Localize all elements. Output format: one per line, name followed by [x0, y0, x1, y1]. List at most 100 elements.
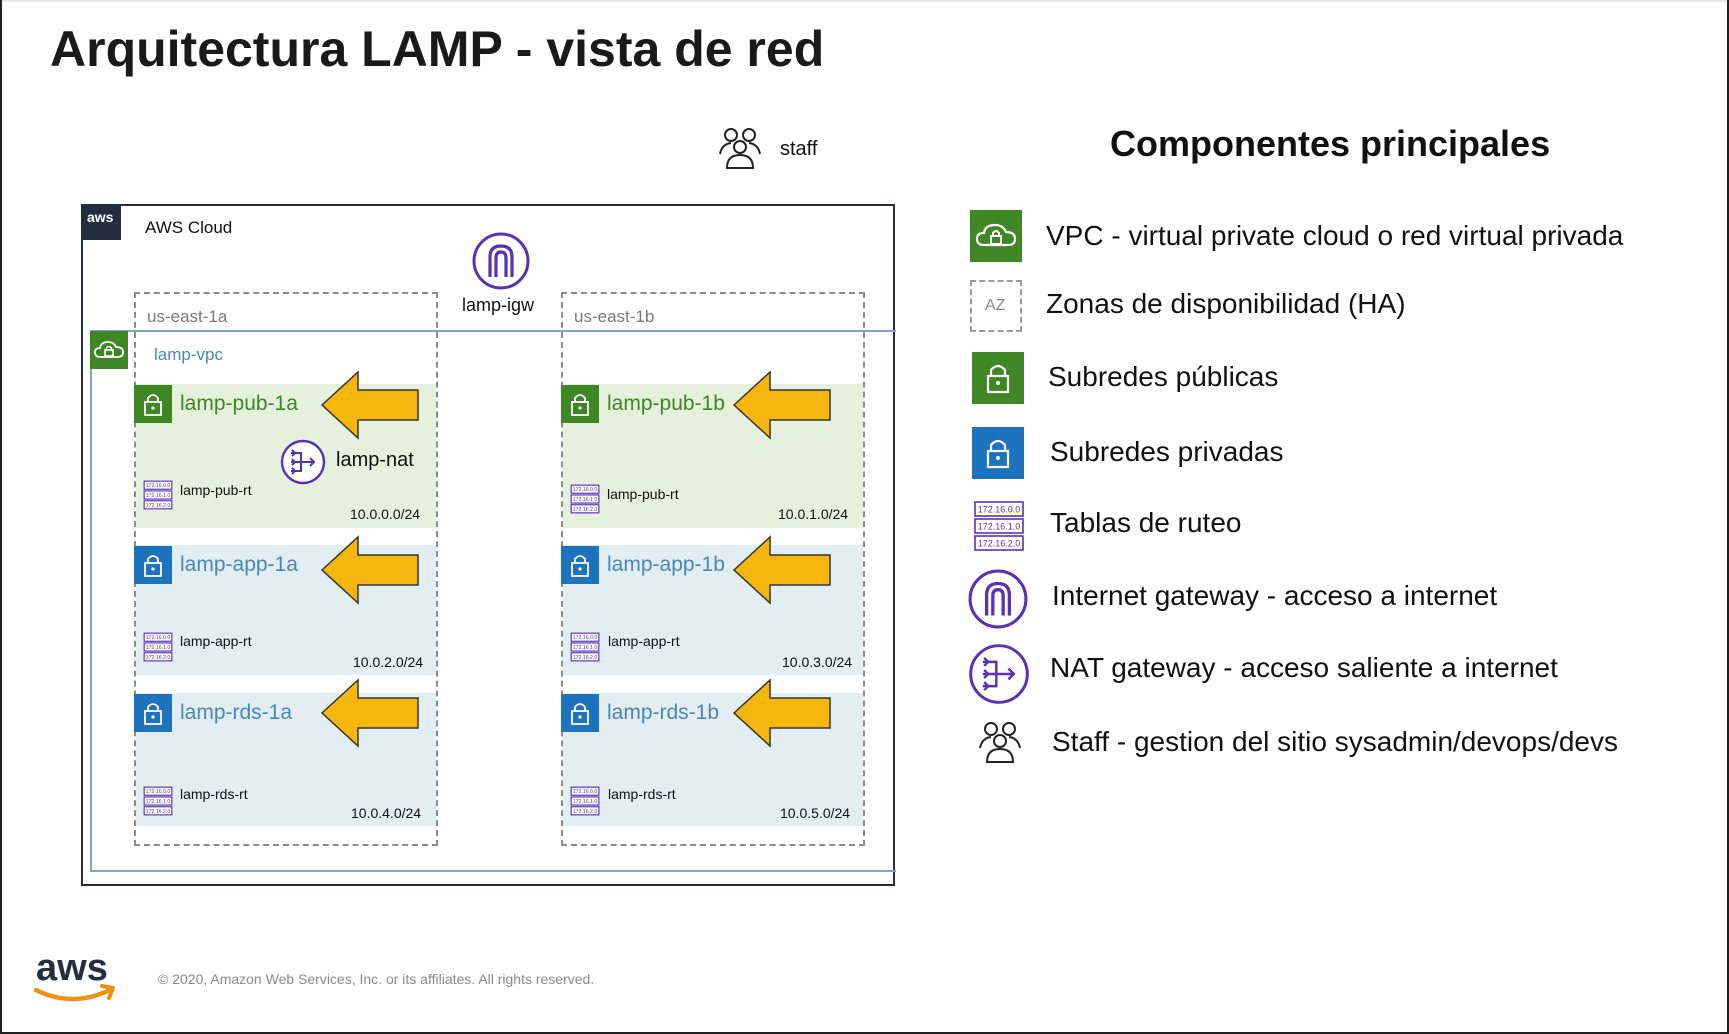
subnet-name-lamp-app-1b: lamp-app-1b	[607, 553, 725, 576]
nat-gateway-label: lamp-nat	[336, 449, 414, 471]
yellow-arrow-icon	[732, 535, 831, 605]
yellow-arrow-icon	[320, 535, 419, 605]
slide-border-top	[0, 0, 1729, 2]
az-icon-text: AZ	[985, 297, 1006, 314]
route-table-entry: 172.16.2.0	[573, 809, 598, 815]
internet-gateway-label: lamp-igw	[462, 295, 535, 315]
legend-text-private-subnets: Subredes privadas	[1050, 436, 1284, 467]
staff-icon	[719, 128, 761, 169]
route-table-entry: 172.16.2.0	[146, 809, 171, 815]
subnet-cidr: 10.0.1.0/24	[778, 506, 849, 522]
az-label-us-east-1b: us-east-1b	[574, 307, 655, 326]
nat-gateway-icon	[969, 644, 1029, 704]
private-subnet-lock-icon	[134, 694, 172, 732]
legend-text-internet-gateway: Internet gateway - acceso a internet	[1052, 580, 1498, 611]
route-table-entry: 172.16.0.0	[978, 505, 1021, 515]
staff-icon	[979, 722, 1021, 763]
subnet-name-lamp-pub-1b: lamp-pub-1b	[607, 392, 725, 415]
route-table-icon: 172.16.0.0 172.16.1.0 172.16.2.0	[143, 786, 173, 816]
route-table-label: lamp-app-rt	[180, 633, 252, 649]
legend-text-az: Zonas de disponibilidad (HA)	[1046, 288, 1406, 319]
nat-gateway-icon	[280, 439, 326, 485]
route-table-icon: 172.16.0.0 172.16.1.0 172.16.2.0	[570, 484, 600, 514]
staff-label: staff	[780, 138, 818, 160]
vpc-boundary-top	[90, 330, 896, 332]
aws-cloud-boundary	[81, 204, 895, 886]
subnet-cidr: 10.0.3.0/24	[782, 654, 853, 670]
subnet-cidr: 10.0.4.0/24	[351, 805, 422, 821]
legend-text-nat-gateway: NAT gateway - acceso saliente a internet	[1050, 652, 1558, 683]
route-table-entry: 172.16.1.0	[573, 497, 598, 503]
subnet-cidr: 10.0.5.0/24	[780, 805, 851, 821]
slide-border-left	[0, 0, 2, 1034]
route-table-entry: 172.16.1.0	[978, 522, 1021, 532]
aws-cloud-label: AWS Cloud	[145, 218, 233, 237]
route-table-entry: 172.16.1.0	[146, 645, 171, 651]
route-table-label: lamp-rds-rt	[180, 786, 248, 802]
route-table-entry: 172.16.1.0	[146, 493, 171, 499]
az-label-us-east-1a: us-east-1a	[147, 307, 228, 326]
internet-gateway-icon	[968, 569, 1028, 629]
public-subnet-icon	[972, 352, 1024, 404]
yellow-arrow-icon	[732, 370, 831, 440]
route-table-label: lamp-app-rt	[608, 633, 680, 649]
route-table-icon: 172.16.0.0 172.16.1.0 172.16.2.0	[570, 786, 600, 816]
route-table-icon: 172.16.0.0 172.16.1.0 172.16.2.0	[570, 632, 600, 662]
route-table-icon: 172.16.0.0 172.16.1.0 172.16.2.0	[143, 480, 173, 510]
vpc-icon	[970, 210, 1022, 262]
route-table-entry: 172.16.1.0	[146, 799, 171, 805]
route-table-entry: 172.16.2.0	[573, 507, 598, 513]
route-table-icon: 172.16.0.0 172.16.1.0 172.16.2.0	[143, 632, 173, 662]
route-table-icon: 172.16.0.0 172.16.1.0 172.16.2.0	[974, 501, 1024, 551]
route-table-entry: 172.16.0.0	[573, 487, 598, 493]
route-table-entry: 172.16.2.0	[573, 655, 598, 661]
legend-text-vpc: VPC - virtual private cloud o red virtua…	[1046, 220, 1624, 251]
route-table-label: lamp-pub-rt	[180, 482, 252, 498]
legend-title: Componentes principales	[1110, 123, 1551, 164]
slide-border-right	[1727, 0, 1729, 1034]
vpc-boundary-bottom	[90, 870, 896, 872]
slide-title: Arquitectura LAMP - vista de red	[50, 21, 825, 77]
route-table-entry: 172.16.0.0	[573, 635, 598, 641]
route-table-entry: 172.16.1.0	[573, 645, 598, 651]
route-table-label: lamp-rds-rt	[608, 786, 676, 802]
private-subnet-lock-icon	[561, 546, 599, 584]
vpc-icon	[90, 331, 128, 369]
route-table-entry: 172.16.1.0	[573, 799, 598, 805]
legend-text-public-subnets: Subredes públicas	[1048, 361, 1279, 392]
legend-text-route-tables: Tablas de ruteo	[1050, 507, 1242, 538]
slide-border-bottom	[0, 1032, 1729, 1034]
subnet-name-lamp-rds-1b: lamp-rds-1b	[607, 701, 720, 724]
vpc-boundary-left	[90, 330, 92, 872]
yellow-arrow-icon	[320, 370, 419, 440]
internet-gateway-icon	[472, 232, 530, 290]
subnet-name-lamp-pub-1a: lamp-pub-1a	[180, 392, 298, 415]
legend-text-staff: Staff - gestion del sitio sysadmin/devop…	[1052, 726, 1619, 757]
aws-logo: aws	[33, 947, 115, 1002]
vpc-label: lamp-vpc	[154, 345, 223, 364]
private-subnet-lock-icon	[561, 694, 599, 732]
availability-zone-icon: AZ	[970, 280, 1022, 332]
route-table-entry: 172.16.0.0	[146, 789, 171, 795]
route-table-entry: 172.16.0.0	[146, 635, 171, 641]
subnet-name-lamp-app-1a: lamp-app-1a	[180, 553, 298, 576]
private-subnet-icon	[972, 427, 1024, 479]
private-subnet-lock-icon	[134, 546, 172, 584]
route-table-entry: 172.16.0.0	[146, 483, 171, 489]
route-table-entry: 172.16.2.0	[146, 655, 171, 661]
aws-cloud-logo-text: aws	[87, 209, 114, 225]
yellow-arrow-icon	[320, 678, 419, 748]
route-table-entry: 172.16.0.0	[573, 789, 598, 795]
aws-cloud-logo: aws	[81, 204, 121, 240]
copyright-notice: © 2020, Amazon Web Services, Inc. or its…	[158, 971, 595, 987]
yellow-arrow-icon	[732, 678, 831, 748]
subnet-cidr: 10.0.2.0/24	[353, 654, 424, 670]
public-subnet-lock-icon	[134, 385, 172, 423]
subnet-name-lamp-rds-1a: lamp-rds-1a	[180, 701, 293, 724]
route-table-entry: 172.16.2.0	[978, 539, 1021, 549]
subnet-cidr: 10.0.0.0/24	[350, 506, 421, 522]
route-table-label: lamp-pub-rt	[607, 486, 679, 502]
public-subnet-lock-icon	[561, 385, 599, 423]
route-table-entry: 172.16.2.0	[146, 503, 171, 509]
aws-logo-text: aws	[36, 947, 108, 989]
